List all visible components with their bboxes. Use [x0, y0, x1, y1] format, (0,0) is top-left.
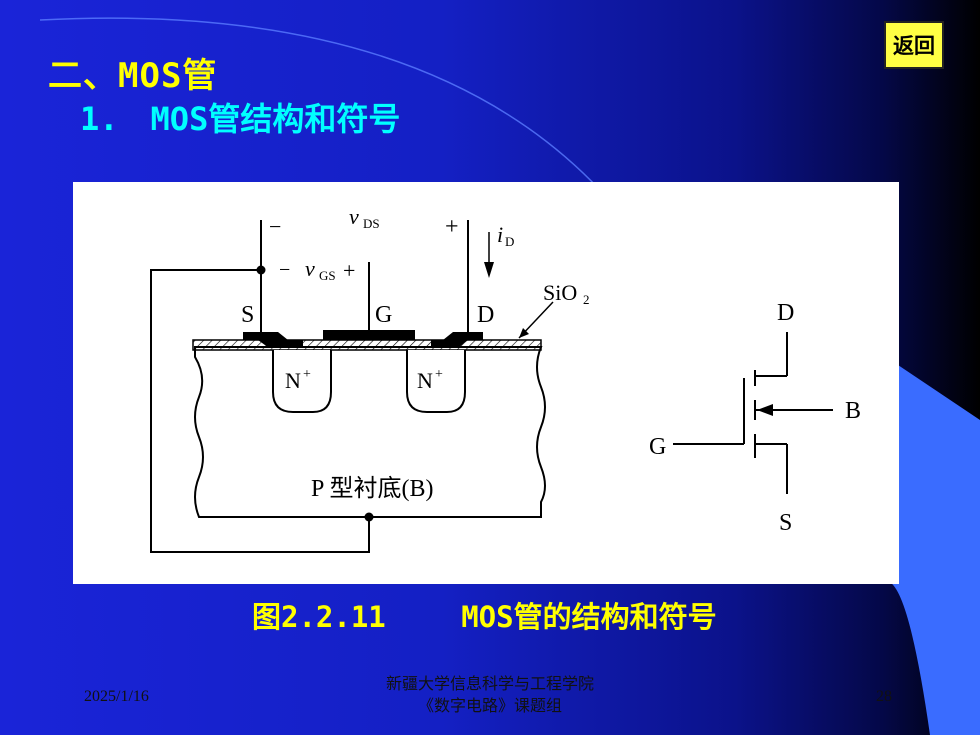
slide-title: 二、MOS管 [48, 56, 218, 96]
drain-contact [431, 332, 483, 348]
footer-institution: 新疆大学信息科学与工程学院 [385, 676, 594, 693]
source-label: S [241, 302, 254, 328]
vds-sub: DS [363, 216, 380, 231]
symbol-bulk-label: B [845, 398, 861, 424]
slide-subtitle: 1. MOS管结构和符号 [80, 100, 401, 138]
substrate-body [194, 346, 546, 518]
sio2-sub: 2 [583, 292, 590, 307]
n-plus-well-left [272, 350, 332, 413]
minus-label-top: − [269, 214, 281, 239]
n-plus-right-sup: + [435, 367, 443, 382]
n-plus-right-label: N [417, 368, 433, 393]
back-button[interactable]: 返回 [884, 21, 944, 69]
symbol-source-label: S [779, 510, 792, 536]
drain-label: D [477, 302, 494, 328]
vgs-label: v [305, 256, 315, 281]
symbol-gate-label: G [649, 434, 666, 460]
footer-center: 新疆大学信息科学与工程学院 《数字电路》课题组 [340, 674, 640, 718]
figure-caption: 图2.2.11 MOS管的结构和符号 [252, 600, 717, 634]
minus-label-gs: − [279, 259, 290, 281]
mos-figure: − v DS + i D − v GS + S G D SiO 2 N + N … [73, 182, 899, 584]
footer-group: 《数字电路》课题组 [417, 698, 562, 715]
source-contact [243, 332, 303, 348]
substrate-arrow-icon [757, 404, 773, 416]
plus-label-gs: + [343, 258, 355, 283]
id-sub: D [505, 234, 514, 249]
vgs-sub: GS [319, 268, 336, 283]
plus-label-top: + [445, 214, 459, 240]
mos-symbol [673, 332, 833, 494]
substrate-label: P 型衬底(B) [311, 475, 433, 502]
mos-structure-diagram: − v DS + i D − v GS + S G D SiO 2 N + N … [150, 204, 861, 553]
gate-contact [323, 330, 415, 340]
footer-date: 2025/1/16 [84, 688, 149, 705]
sio2-label: SiO [543, 280, 577, 305]
page-number: 28 [876, 688, 892, 705]
n-plus-left-sup: + [303, 367, 311, 382]
gate-label: G [375, 302, 392, 328]
n-plus-well-right [406, 350, 466, 413]
vds-label: v [349, 204, 359, 229]
symbol-drain-label: D [777, 300, 794, 326]
n-plus-left-label: N [285, 368, 301, 393]
sio2-layer [192, 339, 542, 351]
id-label: i [497, 222, 503, 247]
